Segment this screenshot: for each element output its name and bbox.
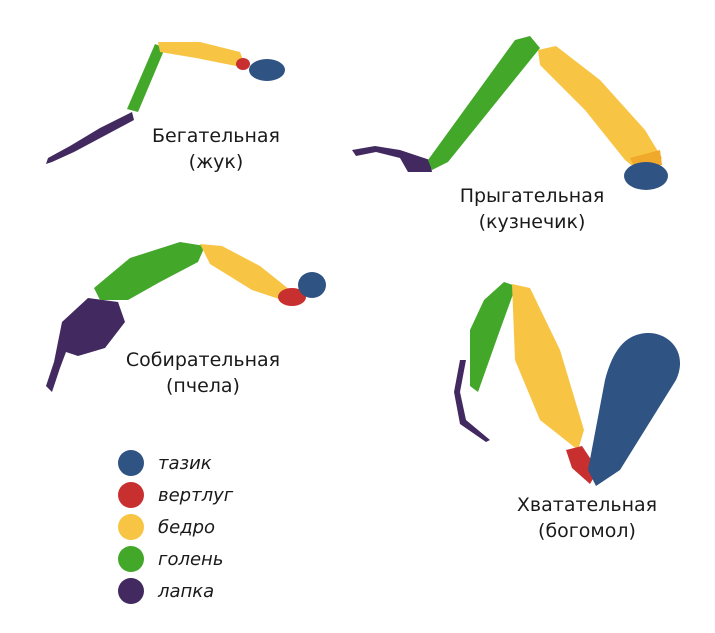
trochanter: [278, 288, 306, 306]
femur: [512, 284, 584, 450]
color-swatch: [118, 578, 144, 604]
trochanter: [236, 58, 250, 70]
insect-name: (кузнечик): [478, 211, 586, 233]
coxa: [249, 59, 285, 81]
tibia: [127, 44, 165, 112]
tarsus: [352, 146, 432, 172]
legend-label: вертлуг: [158, 484, 234, 506]
tarsus: [46, 112, 134, 164]
leg-name: Прыгательная: [459, 185, 605, 207]
trochanter: [566, 446, 598, 484]
jumping-leg: [352, 36, 668, 190]
legend-item-tibia: голень: [118, 545, 223, 573]
tibia: [94, 242, 205, 300]
color-swatch: [118, 482, 144, 508]
leg-name: Бегательная: [152, 125, 280, 147]
jumping-leg-label: Прыгательная (кузнечик): [422, 183, 642, 235]
insect-name: (богомол): [538, 520, 636, 542]
running-leg-label: Бегательная (жук): [106, 123, 326, 175]
color-swatch: [118, 546, 144, 572]
femur: [200, 244, 290, 300]
legend-item-coxa: тазик: [118, 449, 212, 477]
legend-label: лапка: [158, 580, 215, 602]
color-swatch: [118, 450, 144, 476]
tibia: [470, 282, 516, 392]
tibia: [428, 36, 540, 170]
legend-label: голень: [158, 548, 224, 570]
legend-item-trochanter: вертлуг: [118, 481, 233, 509]
grasping-leg-label: Хватательная (богомол): [477, 492, 697, 544]
coxa: [588, 333, 681, 486]
pollen-leg-label: Собирательная (пчела): [93, 347, 313, 399]
coxa: [298, 272, 326, 298]
running-leg: [46, 42, 285, 164]
femur: [158, 42, 244, 66]
pollen-leg: [46, 242, 326, 392]
femur: [538, 46, 662, 172]
insect-name: (пчела): [166, 375, 240, 397]
legend-label: тазик: [158, 452, 212, 474]
tarsus: [46, 298, 125, 392]
legend-item-femur: бедро: [118, 513, 215, 541]
leg-name: Собирательная: [125, 349, 281, 371]
tarsus: [454, 360, 490, 442]
grasping-leg: [454, 282, 681, 486]
insect-name: (жук): [188, 151, 244, 173]
color-swatch: [118, 514, 144, 540]
legend-item-tarsus: лапка: [118, 577, 214, 605]
leg-name: Хватательная: [516, 494, 658, 516]
legend-label: бедро: [158, 516, 216, 538]
coxa: [624, 162, 668, 190]
